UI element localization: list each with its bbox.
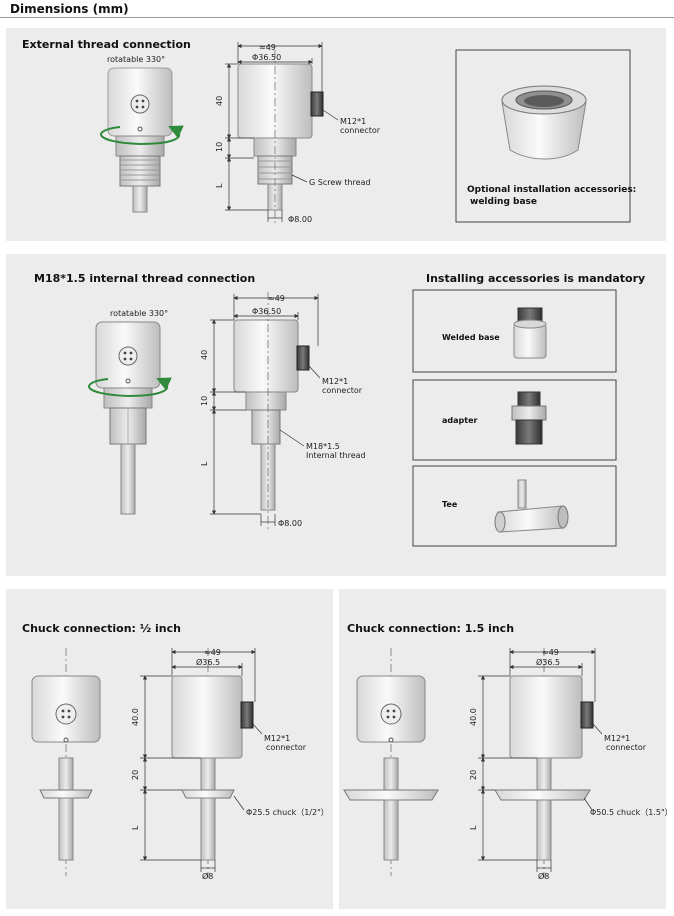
panel3-dim-L: L — [131, 825, 140, 830]
tee-image — [494, 479, 569, 533]
panel1-rotation-arrow-icon — [100, 125, 184, 146]
panel4-dim-40: 40.0 — [469, 708, 478, 726]
panel1-dim-40: 40 — [215, 96, 224, 106]
panel3-dim-20: 20 — [131, 770, 140, 780]
panel2-probe-diameter: Φ8.00 — [278, 519, 302, 528]
panel4-probe-diameter: Ø8 — [538, 871, 549, 881]
panel2-thread-label: M18*1.5 — [306, 442, 340, 451]
panel4-front-view — [343, 648, 439, 876]
panel1-accessory-line2: welding base — [470, 197, 537, 207]
panel1-dim-width: ≈49 — [259, 43, 276, 52]
panel3-dim-width: ≈49 — [204, 648, 221, 657]
panel2-dim-diameter: Φ36.50 — [252, 307, 281, 316]
panel1-connector-sub: connector — [340, 126, 381, 135]
panel2-rotatable-label: rotatable 330° — [110, 309, 168, 318]
panel3-front-view — [31, 648, 101, 876]
panel1-accessory-line1: Optional installation accessories: — [467, 185, 636, 195]
panel1-connector-label: M12*1 — [340, 117, 366, 126]
panel4-dim-20: 20 — [469, 770, 478, 780]
panel1-dimension-lines — [225, 42, 339, 222]
panel1-title: External thread connection — [22, 38, 191, 51]
panel4-chuck-label: Φ50.5 chuck（1.5"） — [590, 808, 673, 817]
panel1-side-view — [237, 50, 324, 226]
panel1-thread-label: G Screw thread — [309, 178, 371, 187]
accessory-tee-label: Tee — [442, 500, 458, 509]
panel3-dimension-lines — [140, 648, 263, 872]
panel3-connector-label: M12*1 — [264, 734, 290, 743]
panel2-front-view — [95, 321, 161, 515]
panel3-chuck-label: Φ25.5 chuck（1/2"） — [246, 808, 329, 817]
page-title: Dimensions (mm) — [10, 2, 129, 16]
accessory-box-tee — [412, 465, 617, 547]
panel1-rotatable-label: rotatable 330° — [107, 55, 165, 64]
accessory-welded-label: Welded base — [442, 333, 500, 342]
panel2-accessories-title: Installing accessories is mandatory — [426, 272, 645, 285]
accessory-box-adapter — [412, 379, 617, 461]
panel2-dim-10: 10 — [200, 396, 209, 406]
panel3-probe-diameter: Ø8 — [202, 871, 213, 881]
panel2-title: M18*1.5 internal thread connection — [34, 272, 255, 285]
panel3-side-view — [171, 648, 254, 878]
panel1-accessory-box — [455, 49, 631, 223]
panel4-connector-label: M12*1 — [604, 734, 630, 743]
panel4-title: Chuck connection: 1.5 inch — [347, 622, 514, 635]
panel4-dim-diameter: Ø36.5 — [536, 657, 560, 667]
panel4-side-view — [494, 648, 594, 878]
panel2-rotation-arrow-icon — [88, 377, 172, 398]
panel4-dim-width: ≈49 — [542, 648, 559, 657]
panel1-probe-diameter: Φ8.00 — [288, 215, 312, 224]
panel2-dim-L: L — [200, 461, 209, 466]
panel3-dim-diameter: Ø36.5 — [196, 657, 220, 667]
adapter-image — [511, 391, 547, 445]
panel2-connector-label: M12*1 — [322, 377, 348, 386]
welded-base-image — [513, 307, 547, 359]
panel2-dim-width: ≈49 — [268, 294, 285, 303]
panel4-connector-sub: connector — [606, 743, 647, 752]
accessory-adapter-label: adapter — [442, 416, 478, 425]
panel3-dim-40: 40.0 — [131, 708, 140, 726]
panel1-front-view — [107, 67, 173, 213]
panel3-title: Chuck connection: ½ inch — [22, 622, 181, 635]
panel4-dimension-lines — [478, 648, 603, 872]
panel1-dim-L: L — [215, 183, 224, 188]
welding-base-image — [501, 85, 587, 160]
accessory-box-welded-base — [412, 289, 617, 373]
panel1-dim-10: 10 — [215, 142, 224, 152]
panel2-dimension-lines — [210, 294, 321, 526]
panel1-dim-diameter: Φ36.50 — [252, 53, 281, 62]
panel2-dim-40: 40 — [200, 350, 209, 360]
panel2-connector-sub: connector — [322, 386, 363, 395]
page-header: Dimensions (mm) — [0, 0, 674, 18]
panel2-thread-sub: Internal thread — [306, 451, 366, 460]
panel2-side-view — [233, 292, 310, 530]
panel4-dim-L: L — [469, 825, 478, 830]
panel3-connector-sub: connector — [266, 743, 307, 752]
